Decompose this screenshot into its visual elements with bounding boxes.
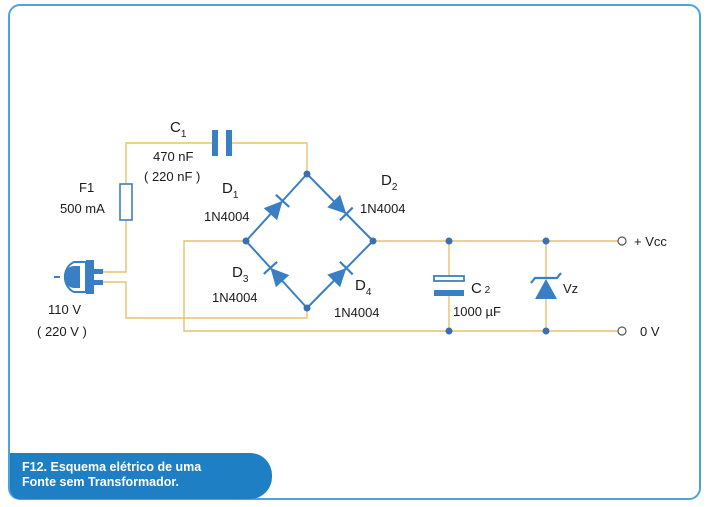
capacitor-c1 xyxy=(212,130,232,156)
caption-line-2: Fonte sem Transformador. xyxy=(22,475,179,489)
wires xyxy=(102,142,618,332)
capacitor-c2 xyxy=(433,275,465,296)
label-d3-part: 1N4004 xyxy=(212,290,258,305)
wire-c1-top xyxy=(125,142,212,184)
wire-fuse-plug xyxy=(102,220,127,273)
wire-bridge-ground xyxy=(183,240,618,332)
label-f1-value: 500 mA xyxy=(60,201,105,216)
bridge-rectifier xyxy=(245,173,374,309)
label-c2: C 2 xyxy=(471,280,491,297)
diode-d4 xyxy=(327,260,354,288)
label-d4: D4 xyxy=(355,277,372,298)
label-c1-value: 470 nF xyxy=(153,149,194,164)
label-plug-voltage: 110 V xyxy=(48,302,81,317)
label-output-gnd: 0 V xyxy=(640,324,660,339)
label-d2-part: 1N4004 xyxy=(360,201,406,216)
terminal-vcc xyxy=(617,236,627,246)
label-output-vcc: + Vcc xyxy=(634,234,667,249)
label-d1: D1 xyxy=(222,180,239,201)
diode-d2 xyxy=(327,194,354,222)
label-c1-alt-value: ( 220 nF ) xyxy=(144,169,200,184)
fuse-f1 xyxy=(119,183,133,221)
figure-caption: F12. Esquema elétrico de uma Fonte sem T… xyxy=(10,453,272,499)
label-plug-alt-voltage: ( 220 V ) xyxy=(37,324,87,339)
label-f1: F1 xyxy=(79,180,94,195)
label-d2: D2 xyxy=(381,172,398,193)
label-d3: D3 xyxy=(232,264,249,285)
junction-nodes xyxy=(242,170,550,335)
label-d4-part: 1N4004 xyxy=(334,305,380,320)
terminal-gnd xyxy=(617,326,627,336)
label-c1: C1 xyxy=(170,119,187,140)
wire-c1-right xyxy=(232,142,308,174)
figure-frame xyxy=(8,4,701,500)
label-c2-value: 1000 µF xyxy=(453,304,501,319)
caption-line-1: F12. Esquema elétrico de uma xyxy=(22,460,202,474)
diode-d3 xyxy=(263,260,290,288)
wire-plug-return xyxy=(102,281,308,319)
diode-d1 xyxy=(263,193,290,221)
label-d1-part: 1N4004 xyxy=(204,209,250,224)
label-vz: Vz xyxy=(563,281,578,296)
zener-diode-vz xyxy=(530,272,562,299)
plug-icon xyxy=(54,260,103,294)
